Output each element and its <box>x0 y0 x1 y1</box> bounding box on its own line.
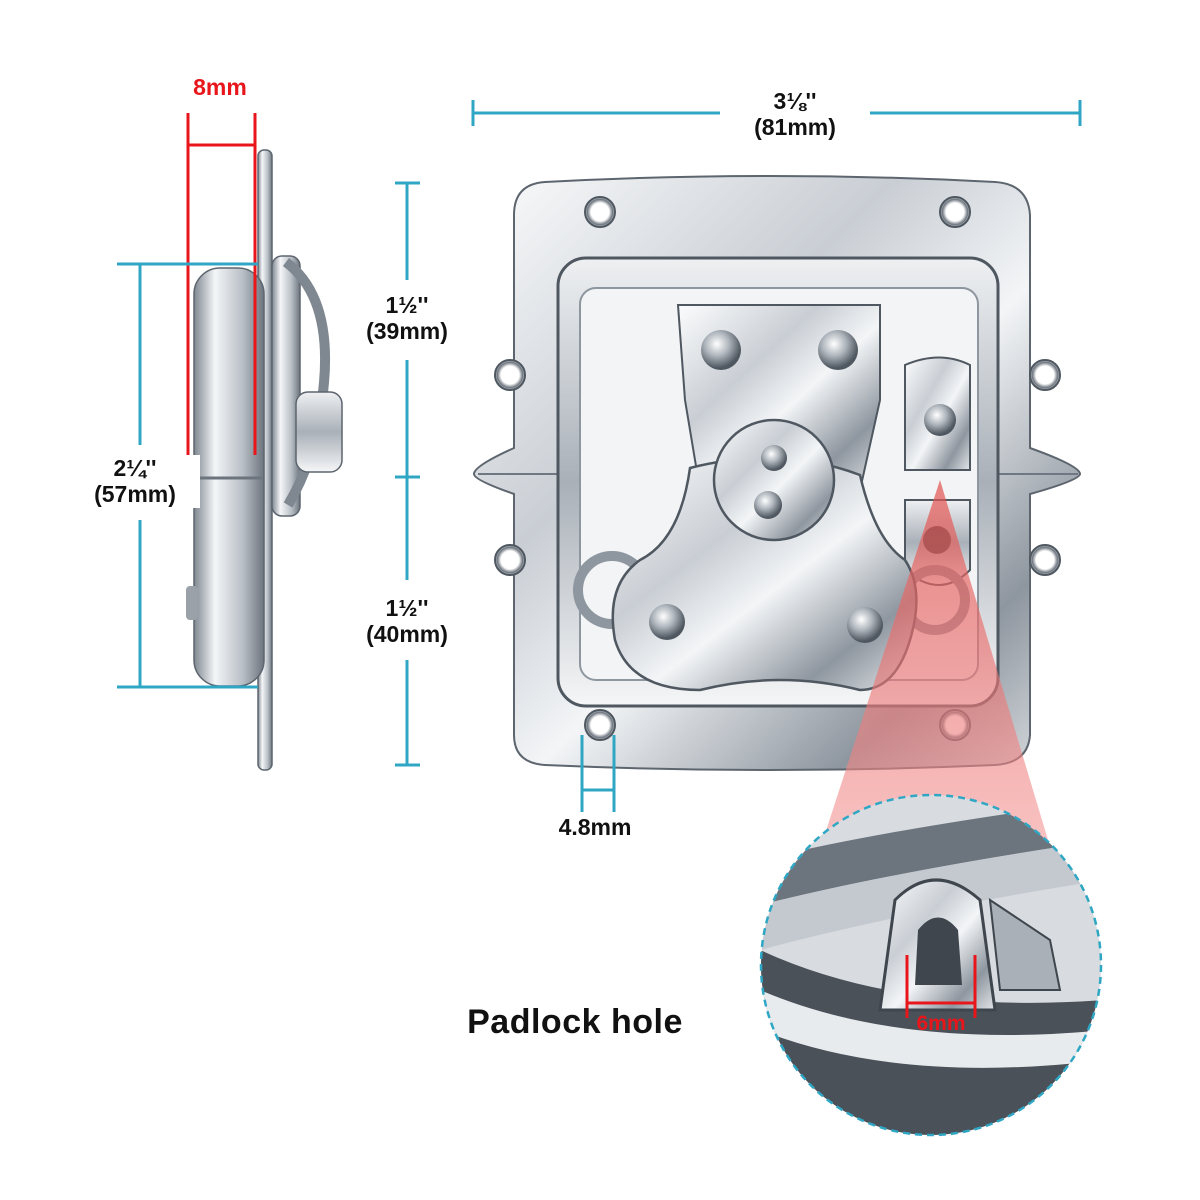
overall-width-label: 3⅛'' (81mm) <box>725 88 865 141</box>
padlock-hole-size-value: 6mm <box>916 1012 966 1035</box>
side-thickness-label: 8mm <box>170 74 270 100</box>
padlock-hole-title: Padlock hole <box>430 1003 720 1042</box>
side-handle-plate <box>271 255 301 517</box>
mount-hole-label: 4.8mm <box>530 814 660 840</box>
side-height-imperial: 2¼'' <box>113 455 157 481</box>
padlock-hole-title-text: Padlock hole <box>467 1003 683 1041</box>
padlock-closeup <box>759 793 1103 1137</box>
lower-height-metric: (40mm) <box>366 621 448 648</box>
side-height-metric: (57mm) <box>94 481 176 508</box>
latch-side-view <box>186 149 343 771</box>
dimension-lines <box>117 100 1082 1018</box>
overall-width-imperial: 3⅛'' <box>773 88 817 114</box>
lower-height-label: 1½'' (40mm) <box>340 595 474 648</box>
latch-front-view <box>472 175 1082 771</box>
upper-height-metric: (39mm) <box>366 318 448 345</box>
side-pivot <box>295 391 343 473</box>
mount-hole-value: 4.8mm <box>558 814 632 840</box>
closeup-dashed-border <box>759 793 1103 1137</box>
padlock-hole-size-label: 6mm <box>896 1012 986 1036</box>
side-height-label: 2¼'' (57mm) <box>70 455 200 508</box>
lower-height-imperial: 1½'' <box>385 595 429 621</box>
butterfly-handle <box>611 456 918 692</box>
side-thickness-value: 8mm <box>193 74 247 100</box>
overall-width-metric: (81mm) <box>754 114 836 141</box>
pivot-disc <box>712 418 836 542</box>
padlock-highlight-cone <box>810 480 1060 880</box>
upper-height-imperial: 1½'' <box>385 292 429 318</box>
upper-height-label: 1½'' (39mm) <box>340 292 474 345</box>
